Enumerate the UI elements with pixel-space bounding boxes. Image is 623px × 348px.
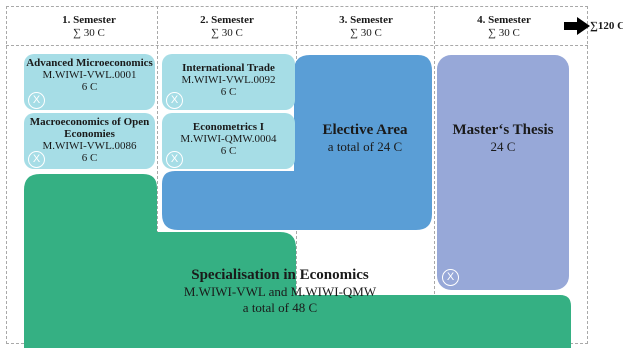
x-circle-icon[interactable]: X [28,92,45,109]
module-name: Advanced Microeconomics [26,57,153,69]
semester-title: 1. Semester [62,14,116,26]
module-credits: 6 C [81,81,98,93]
x-circle-icon[interactable]: X [442,269,459,286]
module-name: Macroeconomics of Open Economies [29,116,150,140]
thesis-shape [437,55,569,290]
module-econometrics-i[interactable]: Econometrics I M.WIWI-QMW.0004 6 C X [162,113,295,169]
semester-credits: ∑ 30 C [350,27,382,39]
semester-header-2: 2. Semester ∑ 30 C [158,14,296,40]
elective-area-title: Elective Area [322,122,408,138]
module-credits: 6 C [220,145,237,157]
semester-header-4: 4. Semester ∑ 30 C [435,14,573,40]
module-international-trade[interactable]: International Trade M.WIWI-VWL.0092 6 C … [162,54,295,110]
module-name: Econometrics I [192,121,265,133]
module-name: International Trade [182,62,275,74]
masters-thesis-title: Master‘s Thesis [452,122,554,138]
header-divider [6,45,588,46]
module-advanced-microeconomics[interactable]: Advanced Microeconomics M.WIWI-VWL.0001 … [24,54,155,110]
specialisation-modules: M.WIWI-VWL and M.WIWI-QMW [183,284,377,299]
semester-header-1: 1. Semester ∑ 30 C [20,14,158,40]
semester-credits: ∑ 30 C [73,27,105,39]
elective-area[interactable]: Elective Area a total of 24 C [296,122,434,155]
total-credits: ∑120 C [564,17,623,35]
module-code: M.WIWI-VWL.0001 [42,69,137,81]
semester-header-3: 3. Semester ∑ 30 C [297,14,435,40]
module-code: M.WIWI-QMW.0004 [180,133,277,145]
masters-thesis-credits: 24 C [490,139,516,154]
semester-title: 4. Semester [477,14,531,26]
specialisation-credits: a total of 48 C [242,300,318,315]
specialisation-title: Specialisation in Economics [191,267,369,283]
semester-divider [157,6,158,344]
module-macroeconomics-open-economies[interactable]: Macroeconomics of Open Economies M.WIWI-… [24,113,155,169]
masters-thesis[interactable]: Master‘s Thesis 24 C [437,122,569,155]
x-circle-icon[interactable]: X [28,151,45,168]
semester-credits: ∑ 30 C [488,27,520,39]
specialisation-economics[interactable]: Specialisation in Economics M.WIWI-VWL a… [90,267,470,316]
x-circle-icon[interactable]: X [166,151,183,168]
specialisation-shape [24,174,571,348]
semester-divider [434,6,435,344]
semester-title: 2. Semester [200,14,254,26]
module-credits: 6 C [220,86,237,98]
total-credits-label: ∑120 C [590,20,623,32]
semester-credits: ∑ 30 C [211,27,243,39]
module-credits: 6 C [81,152,98,164]
arrow-right-icon [564,17,590,35]
elective-area-shape [162,55,432,230]
elective-area-credits: a total of 24 C [327,139,403,154]
x-circle-icon[interactable]: X [166,92,183,109]
module-code: M.WIWI-VWL.0086 [42,140,137,152]
semester-title: 3. Semester [339,14,393,26]
module-code: M.WIWI-VWL.0092 [181,74,276,86]
